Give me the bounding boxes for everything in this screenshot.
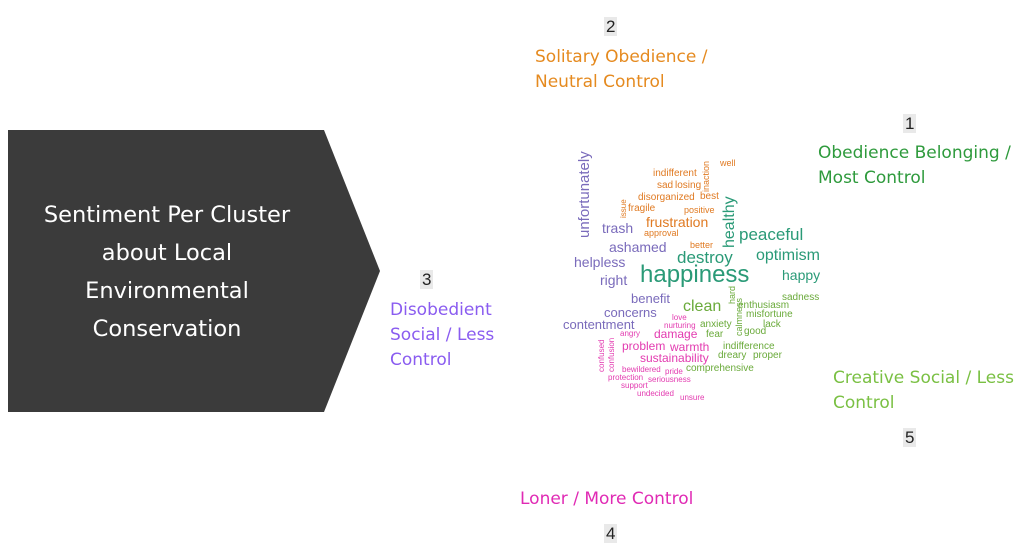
cluster-4-label: Loner / More Control bbox=[520, 487, 693, 512]
word-cloud-word: trash bbox=[602, 220, 634, 236]
word-cloud-word: bewildered bbox=[622, 365, 661, 374]
word-cloud-word: misfortune bbox=[746, 309, 793, 320]
sentiment-word-cloud: unfortunately indifferent inaction well … bbox=[560, 150, 850, 410]
word-cloud-word: fear bbox=[706, 329, 724, 340]
word-cloud-word: well bbox=[720, 158, 736, 168]
cluster-5-label-line-2: Control bbox=[833, 393, 895, 413]
word-cloud-word: concerns bbox=[604, 305, 657, 320]
word-cloud-word: clean bbox=[683, 298, 722, 315]
word-cloud-word: sad bbox=[657, 180, 674, 191]
cluster-1-label: Obedience Belonging / Most Control bbox=[818, 141, 1011, 191]
cluster-2-label-line-1: Solitary Obedience / bbox=[535, 47, 708, 67]
word-cloud-word: happy bbox=[782, 267, 821, 283]
word-cloud-word: warmth bbox=[670, 340, 710, 354]
word-cloud-word: proper bbox=[753, 350, 782, 361]
word-cloud-word: frustration bbox=[646, 214, 709, 230]
word-cloud-word: seriousness bbox=[648, 375, 691, 384]
title-line-3: Environmental bbox=[85, 278, 249, 304]
word-cloud-word: indifferent bbox=[653, 168, 697, 179]
word-cloud-word: healthy bbox=[721, 196, 738, 248]
word-cloud-word: helpless bbox=[574, 254, 626, 270]
word-cloud-word: issue bbox=[619, 199, 628, 218]
cluster-1-label-line-2: Most Control bbox=[818, 168, 926, 188]
word-cloud-word: ashamed bbox=[609, 239, 667, 255]
cluster-5-number: 5 bbox=[903, 428, 917, 447]
word-cloud-word: comprehensive bbox=[686, 363, 754, 374]
word-cloud-word: right bbox=[600, 272, 628, 288]
word-cloud-word: anxiety bbox=[700, 319, 732, 330]
word-cloud-word: confusion bbox=[607, 337, 616, 372]
word-cloud-word: fragile bbox=[628, 203, 656, 214]
word-cloud-word: inaction bbox=[701, 160, 711, 192]
word-cloud-word: best bbox=[700, 191, 719, 202]
cluster-2-number: 2 bbox=[604, 17, 618, 36]
cluster-2-label-line-2: Neutral Control bbox=[535, 72, 665, 92]
word-cloud-word: undecided bbox=[637, 389, 674, 398]
word-cloud-word: benefit bbox=[631, 291, 671, 306]
word-cloud-word: unsure bbox=[680, 393, 705, 402]
word-cloud-word: enthusiasm bbox=[738, 300, 790, 311]
word-cloud-word: sustainability bbox=[640, 351, 709, 365]
title-line-2: about Local bbox=[101, 240, 233, 266]
word-cloud-word: problem bbox=[622, 339, 666, 353]
title-arrow-shape bbox=[8, 130, 380, 412]
word-cloud-word: nurturing bbox=[664, 321, 696, 330]
word-cloud-word: damage bbox=[654, 327, 698, 341]
word-cloud-word: indifference bbox=[723, 341, 775, 352]
word-cloud-word: approval bbox=[644, 228, 679, 238]
word-cloud-word: optimism bbox=[756, 247, 821, 264]
title-line-1: Sentiment Per Cluster bbox=[43, 202, 291, 228]
word-cloud-word: confused bbox=[597, 339, 606, 372]
word-cloud-word: pride bbox=[665, 367, 683, 376]
word-cloud-word: positive bbox=[684, 205, 715, 215]
cluster-1-label-line-1: Obedience Belonging / bbox=[818, 143, 1011, 163]
word-cloud-word: happiness bbox=[640, 261, 750, 288]
cluster-5-label: Creative Social / Less Control bbox=[833, 366, 1014, 416]
word-cloud-word: losing bbox=[675, 180, 702, 191]
cluster-3-label-line-2: Social / Less bbox=[390, 325, 495, 345]
word-cloud-word: calmness bbox=[734, 297, 744, 336]
word-cloud-word: peaceful bbox=[739, 225, 804, 244]
word-cloud-word: protection bbox=[608, 373, 644, 382]
word-cloud-word: lack bbox=[763, 319, 781, 330]
title-line-4: Conservation bbox=[92, 316, 242, 342]
cluster-3-label-line-1: Disobedient bbox=[390, 300, 492, 320]
word-cloud-word: dreary bbox=[718, 350, 747, 361]
diagram-title: Sentiment Per Cluster about Local Enviro… bbox=[8, 196, 326, 348]
word-cloud-word: better bbox=[690, 240, 714, 250]
cluster-2-label: Solitary Obedience / Neutral Control bbox=[535, 45, 708, 95]
cluster-4-label-line-1: Loner / More Control bbox=[520, 489, 694, 509]
word-cloud-word: love bbox=[672, 313, 687, 322]
word-cloud-word: destroy bbox=[677, 248, 733, 267]
cluster-5-label-line-1: Creative Social / Less bbox=[833, 368, 1014, 388]
word-cloud-word: contentment bbox=[563, 317, 635, 332]
word-cloud-word: disorganized bbox=[638, 192, 695, 203]
word-cloud-word: support bbox=[621, 381, 648, 390]
word-cloud-word: unfortunately bbox=[576, 151, 593, 238]
word-cloud-word: angry bbox=[620, 329, 641, 338]
cluster-3-label: Disobedient Social / Less Control bbox=[390, 298, 494, 373]
cluster-4-number: 4 bbox=[604, 524, 618, 543]
word-cloud-word: good bbox=[744, 326, 767, 337]
cluster-3-number: 3 bbox=[420, 270, 434, 289]
cluster-3-label-line-3: Control bbox=[390, 350, 452, 370]
cluster-1-number: 1 bbox=[903, 114, 917, 133]
word-cloud-word: sadness bbox=[782, 292, 820, 303]
